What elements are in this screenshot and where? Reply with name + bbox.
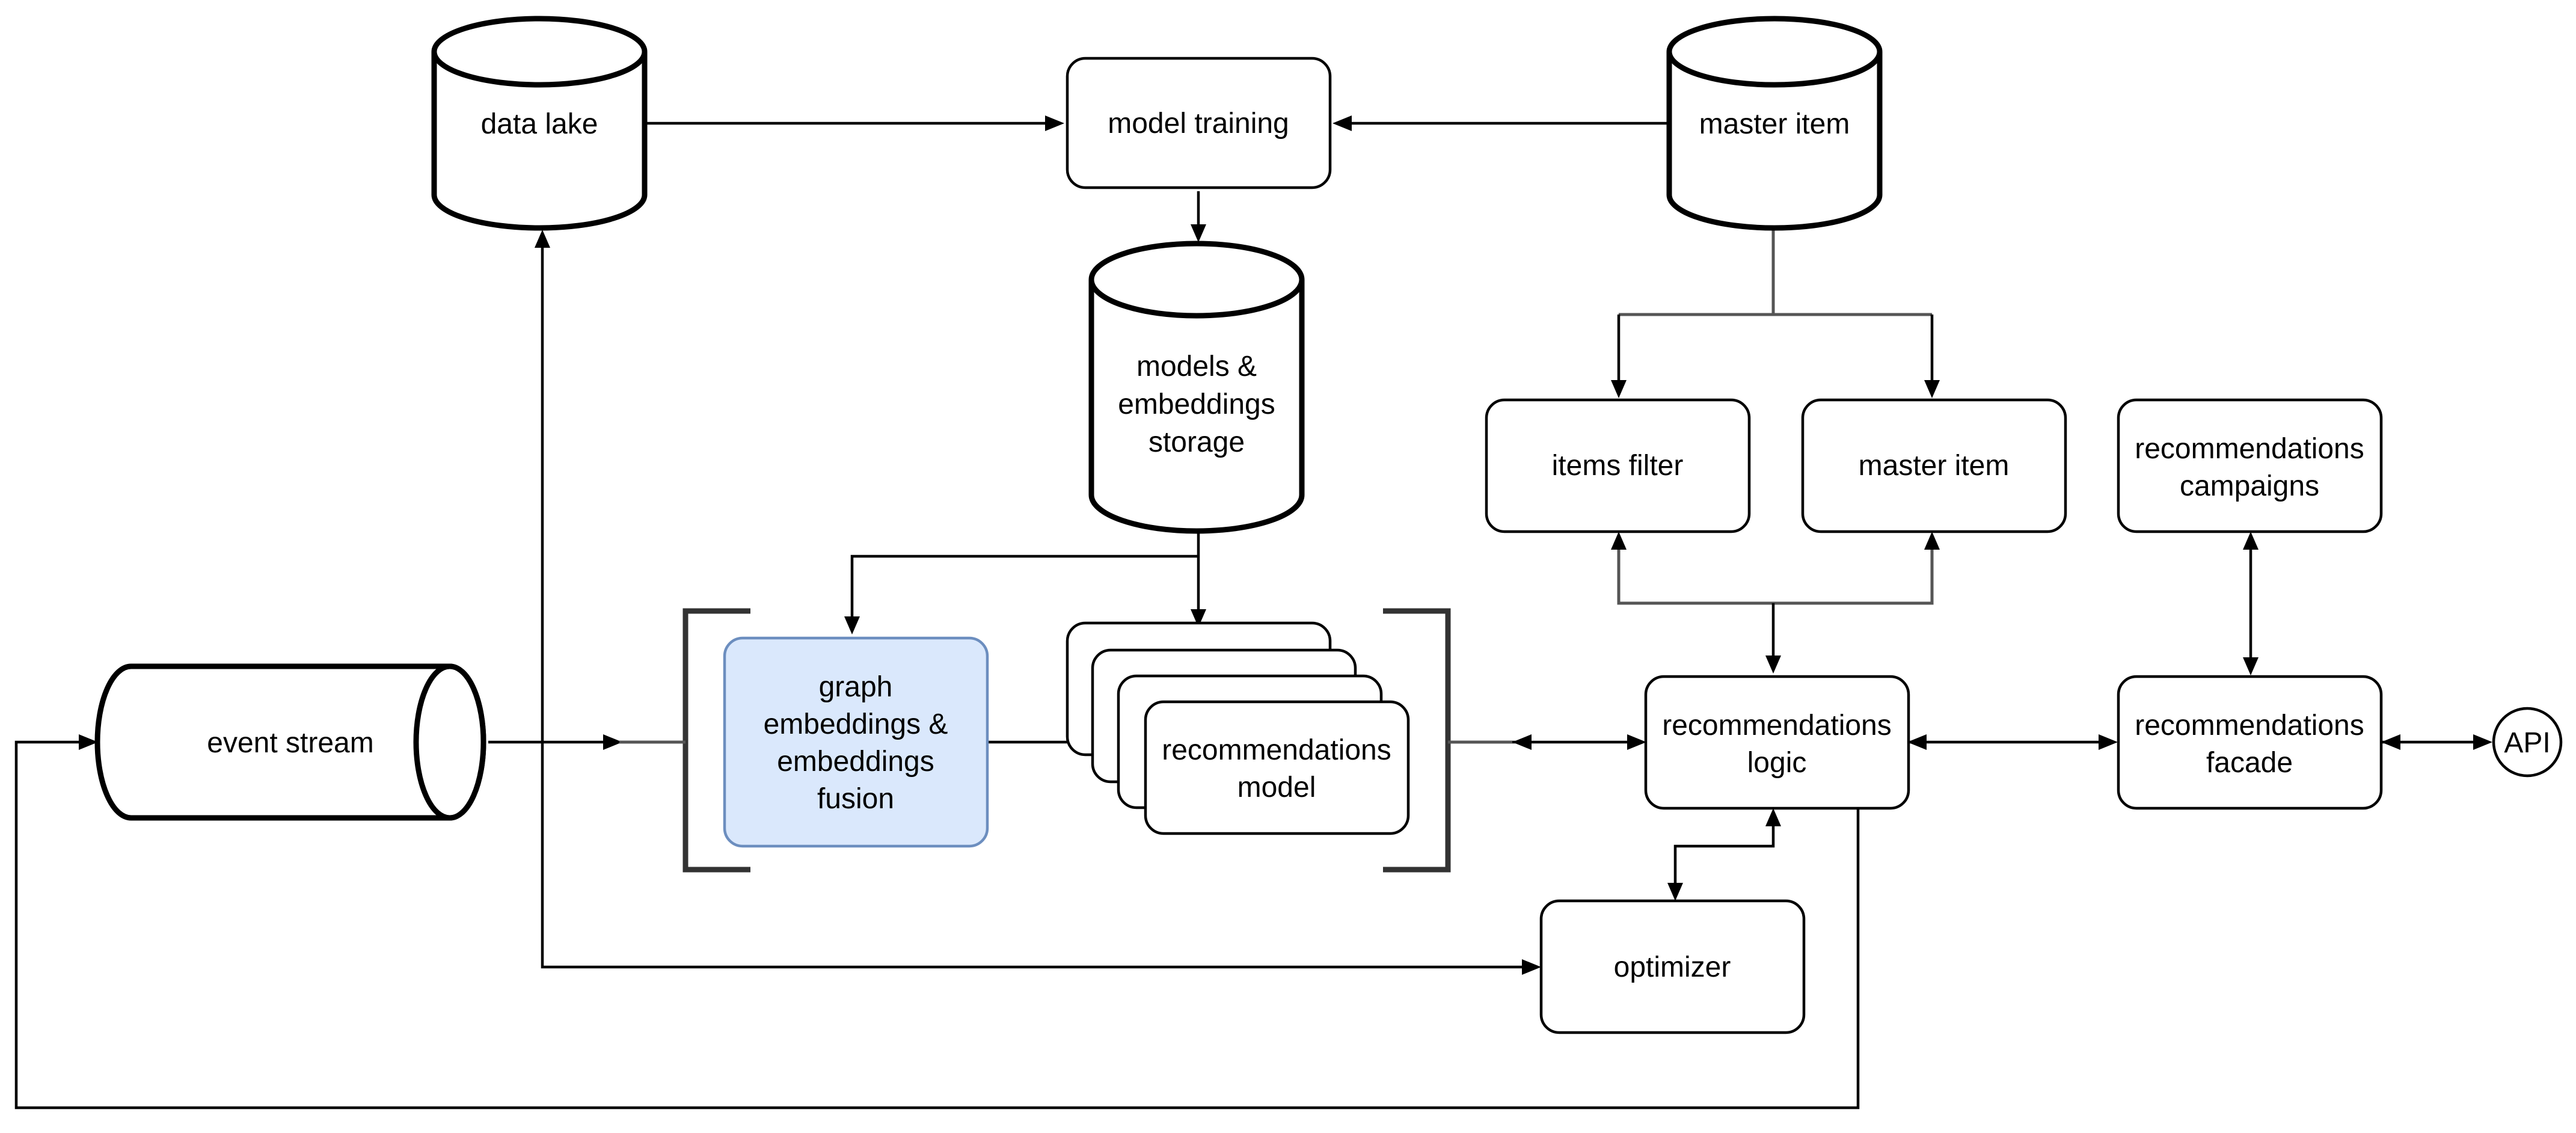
arrowhead: [1907, 734, 1927, 750]
master-item-cylinder: master item: [1666, 16, 1883, 231]
arrowhead: [2243, 532, 2259, 550]
facade-label-line2: facade: [2206, 747, 2293, 779]
storage-cylinder: models & embeddings storage: [1088, 241, 1305, 534]
api-node: API: [2492, 707, 2563, 778]
recommendations-campaigns-box: recommendations campaigns: [2117, 398, 2383, 533]
graph-embeddings-box: graph embeddings & embeddings fusion: [723, 636, 989, 848]
logic-label-line2: logic: [1747, 747, 1807, 779]
arrowhead: [1332, 115, 1352, 131]
arrowhead: [1924, 380, 1940, 398]
graph-embeddings-line1: graph: [819, 671, 893, 703]
event-stream-label: event stream: [207, 727, 373, 759]
logic-label-line1: recommendations: [1662, 710, 1892, 742]
recommendations-logic-box: recommendations logic: [1644, 675, 1910, 810]
arrowhead: [603, 734, 622, 750]
graph-embeddings-line2: embeddings &: [764, 708, 948, 740]
storage-label-line2: embeddings: [1118, 388, 1275, 420]
recommendations-facade-box: recommendations facade: [2117, 675, 2383, 810]
edge-logic-to-filters: [1617, 550, 1934, 605]
facade-label-line1: recommendations: [2135, 710, 2364, 742]
arrowhead: [2099, 734, 2118, 750]
model-stage-bracket: [619, 608, 1512, 873]
model-training-box: model training: [1066, 57, 1332, 189]
edge-logic-optimizer: [1673, 824, 1775, 884]
storage-label-line3: storage: [1148, 426, 1245, 458]
arrowhead: [2473, 734, 2492, 750]
arrowhead: [1667, 883, 1683, 901]
model-training-label: model training: [1108, 108, 1289, 140]
optimizer-label: optimizer: [1614, 951, 1731, 983]
graph-embeddings-line4: fusion: [817, 783, 894, 815]
arrowhead: [2243, 657, 2259, 675]
arrowhead: [1765, 656, 1781, 674]
campaigns-label-line1: recommendations: [2135, 433, 2364, 465]
recommendations-model-line1: recommendations: [1162, 734, 1391, 766]
graph-embeddings-line3: embeddings: [777, 746, 934, 778]
master-item-box: master item: [1801, 398, 2067, 533]
arrowhead: [1611, 380, 1627, 398]
arrowhead: [1765, 808, 1781, 826]
edge-masteritem-split: [1619, 230, 1932, 316]
arrowhead: [1627, 734, 1646, 750]
master-item-label: master item: [1859, 450, 2010, 482]
items-filter-box: items filter: [1485, 398, 1751, 533]
campaigns-label-line2: campaigns: [2180, 470, 2319, 502]
storage-label-line1: models &: [1136, 351, 1257, 382]
arrowhead: [535, 230, 550, 248]
arrowhead: [79, 734, 98, 750]
master-item-db-label: master item: [1699, 108, 1850, 140]
data-lake-cylinder: data lake: [431, 16, 648, 231]
arrowhead: [1522, 959, 1541, 975]
data-lake-label: data lake: [481, 108, 598, 140]
recommendations-model-line2: model: [1237, 772, 1316, 803]
recommendations-model-stack: recommendations model: [1066, 621, 1410, 835]
items-filter-label: items filter: [1552, 450, 1684, 482]
edge-feedback-loop: [14, 740, 1860, 1110]
arrowhead: [1611, 532, 1627, 550]
edges: [14, 115, 2492, 1110]
event-stream-cylinder: event stream: [94, 663, 486, 821]
arrowhead: [1191, 224, 1206, 242]
arrowhead: [1924, 532, 1940, 550]
arrowhead: [1045, 115, 1064, 131]
optimizer-box: optimizer: [1539, 899, 1806, 1034]
arrowhead: [1512, 734, 1532, 750]
edge-storage-split: [850, 530, 1200, 618]
edge-datalake-optimizer: [541, 247, 1524, 969]
arrowhead: [844, 616, 860, 634]
arrowhead: [1191, 609, 1206, 627]
api-label: API: [2504, 727, 2550, 759]
arrowhead: [2381, 734, 2400, 750]
